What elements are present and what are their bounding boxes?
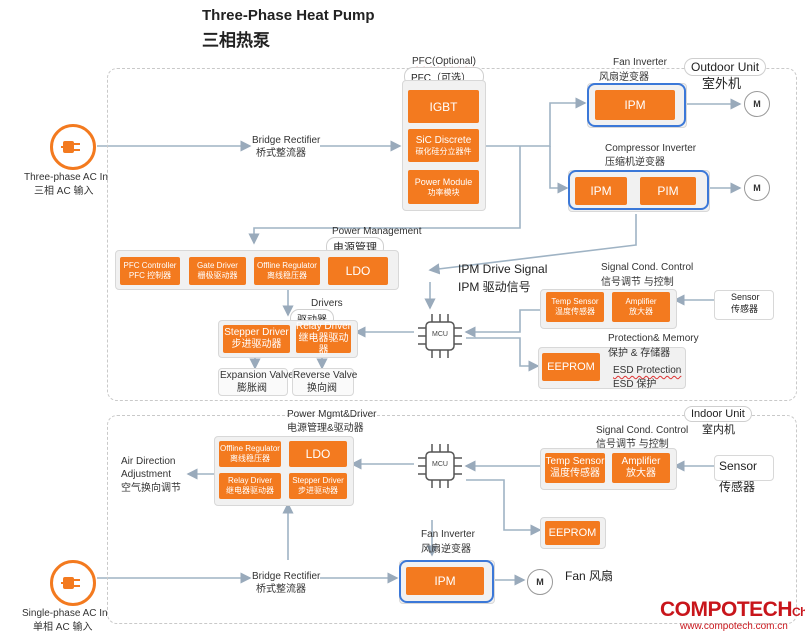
- expansion-valve-label: Expansion Valve: [220, 370, 294, 381]
- expansion-valve-box: [218, 368, 288, 396]
- drivers-label: Drivers: [311, 298, 343, 309]
- power-driver-label: Power Mgmt&Driver: [287, 409, 377, 420]
- compressor-inverter-label-cn: 压缩机逆变器: [605, 157, 665, 168]
- ipm-drive-signal-label: IPM Drive Signal: [458, 262, 548, 276]
- protection-memory-label: Protection& Memory: [608, 333, 699, 344]
- compressor-inverter-label: Compressor Inverter: [605, 143, 697, 154]
- outdoor-sensor-box: [714, 290, 774, 320]
- indoor-sensor-label: Sensor: [719, 459, 758, 473]
- fan-ipm-block: IPM: [595, 90, 675, 120]
- indoor-eeprom-block: EEPROM: [545, 521, 600, 545]
- three-phase-ac-label: Three-phase AC In: [24, 172, 108, 183]
- indoor-fan-inverter-label-cn: 风扇逆变器: [421, 544, 471, 555]
- bridge-rectifier-label: Bridge Rectifier: [252, 134, 321, 147]
- logo-brand: COMPOTECH: [660, 598, 793, 621]
- single-phase-ac-label-cn: 单相 AC 输入: [33, 622, 93, 633]
- indoor-unit-label-cn: 室内机: [702, 424, 735, 436]
- fan-label: Fan 风扇: [565, 569, 614, 583]
- outdoor-unit-label: Outdoor Unit: [684, 58, 767, 76]
- expansion-valve-label-cn: 膨胀阀: [237, 383, 267, 394]
- outdoor-sensor-label: Sensor: [731, 292, 760, 302]
- compressor-motor-icon: M: [744, 175, 770, 201]
- reverse-valve-box: [292, 368, 354, 396]
- outdoor-mcu-label: MCU: [432, 331, 448, 338]
- outdoor-signal-cond-label: Signal Cond. Control: [601, 262, 694, 273]
- indoor-signal-cond-label-cn: 信号调节 与控制: [596, 439, 669, 450]
- indoor-unit-region: [107, 415, 797, 624]
- air-direction-label-2: Adjustment: [121, 469, 172, 480]
- esd-protection-label: ESD Protection: [613, 365, 682, 376]
- single-phase-plug-icon: [50, 560, 96, 606]
- ipm-drive-signal-label-cn: IPM 驱动信号: [458, 280, 531, 294]
- indoor-ldo-block: LDO: [289, 441, 347, 467]
- protection-memory-label-cn: 保护 & 存储器: [608, 348, 671, 359]
- outdoor-eeprom-block: EEPROM: [542, 353, 600, 381]
- single-phase-ac-label: Single-phase AC In: [22, 608, 108, 619]
- air-direction-label-1: Air Direction: [121, 456, 176, 467]
- indoor-fan-ipm-block: IPM: [406, 567, 484, 595]
- outdoor-ldo-block: LDO: [328, 257, 388, 285]
- power-management-label: Power Management: [332, 226, 422, 237]
- page-title: Three-Phase Heat Pump: [202, 7, 375, 24]
- indoor-sensor-box: [714, 455, 774, 481]
- indoor-bridge-rectifier-label-cn: 桥式整流器: [256, 583, 306, 596]
- logo-brand-sub: China: [792, 605, 805, 619]
- indoor-unit-label: Indoor Unit: [684, 406, 752, 422]
- three-phase-ac-label-cn: 三相 AC 输入: [34, 186, 94, 197]
- power-driver-label-cn: 电源管理&驱动器: [287, 423, 364, 434]
- compressor-ipm-block: IPM: [575, 177, 627, 205]
- outdoor-mcu-icon: MCU: [416, 312, 464, 360]
- indoor-fan-ipm-highlight: [399, 560, 494, 603]
- compotech-logo: COMPOTECHChina www.compotech.com.cn: [660, 598, 805, 632]
- outdoor-sensor-label-cn: 传感器: [731, 304, 759, 314]
- indoor-mcu-icon: MCU: [416, 442, 464, 490]
- fan-ipm-highlight: [587, 83, 686, 127]
- indoor-signal-cond-label: Signal Cond. Control: [596, 425, 689, 436]
- pfc-optional-label: PFC(Optional): [412, 56, 476, 67]
- air-direction-label-cn: 空气换向调节: [121, 483, 181, 494]
- compressor-pim-block: PIM: [640, 177, 696, 205]
- indoor-fan-inverter-label: Fan Inverter: [421, 529, 475, 540]
- outdoor-unit-label-cn: 室外机: [702, 76, 742, 91]
- reverse-valve-label-cn: 换向阀: [307, 383, 337, 394]
- indoor-fan-motor-icon: M: [527, 569, 553, 595]
- fan-inverter-label: Fan Inverter: [613, 57, 667, 68]
- igbt-block: IGBT: [408, 90, 479, 123]
- indoor-mcu-label: MCU: [432, 461, 448, 468]
- esd-protection-label-cn: ESD 保护: [613, 379, 657, 390]
- bridge-rectifier-label-cn: 桥式整流器: [256, 147, 306, 160]
- fan-inverter-label-cn: 风扇逆变器: [599, 72, 649, 83]
- indoor-bridge-rectifier-label: Bridge Rectifier: [252, 570, 321, 583]
- compressor-highlight: [568, 170, 709, 210]
- indoor-sensor-label-cn: 传感器: [719, 480, 756, 494]
- reverse-valve-label: Reverse Valve: [293, 370, 358, 381]
- outdoor-signal-cond-label-cn: 信号调节 与控制: [601, 277, 674, 288]
- page-title-cn: 三相热泵: [202, 31, 270, 50]
- plug-icon: [50, 124, 96, 170]
- logo-url: www.compotech.com.cn: [680, 621, 788, 632]
- fan-motor-icon: M: [744, 91, 770, 117]
